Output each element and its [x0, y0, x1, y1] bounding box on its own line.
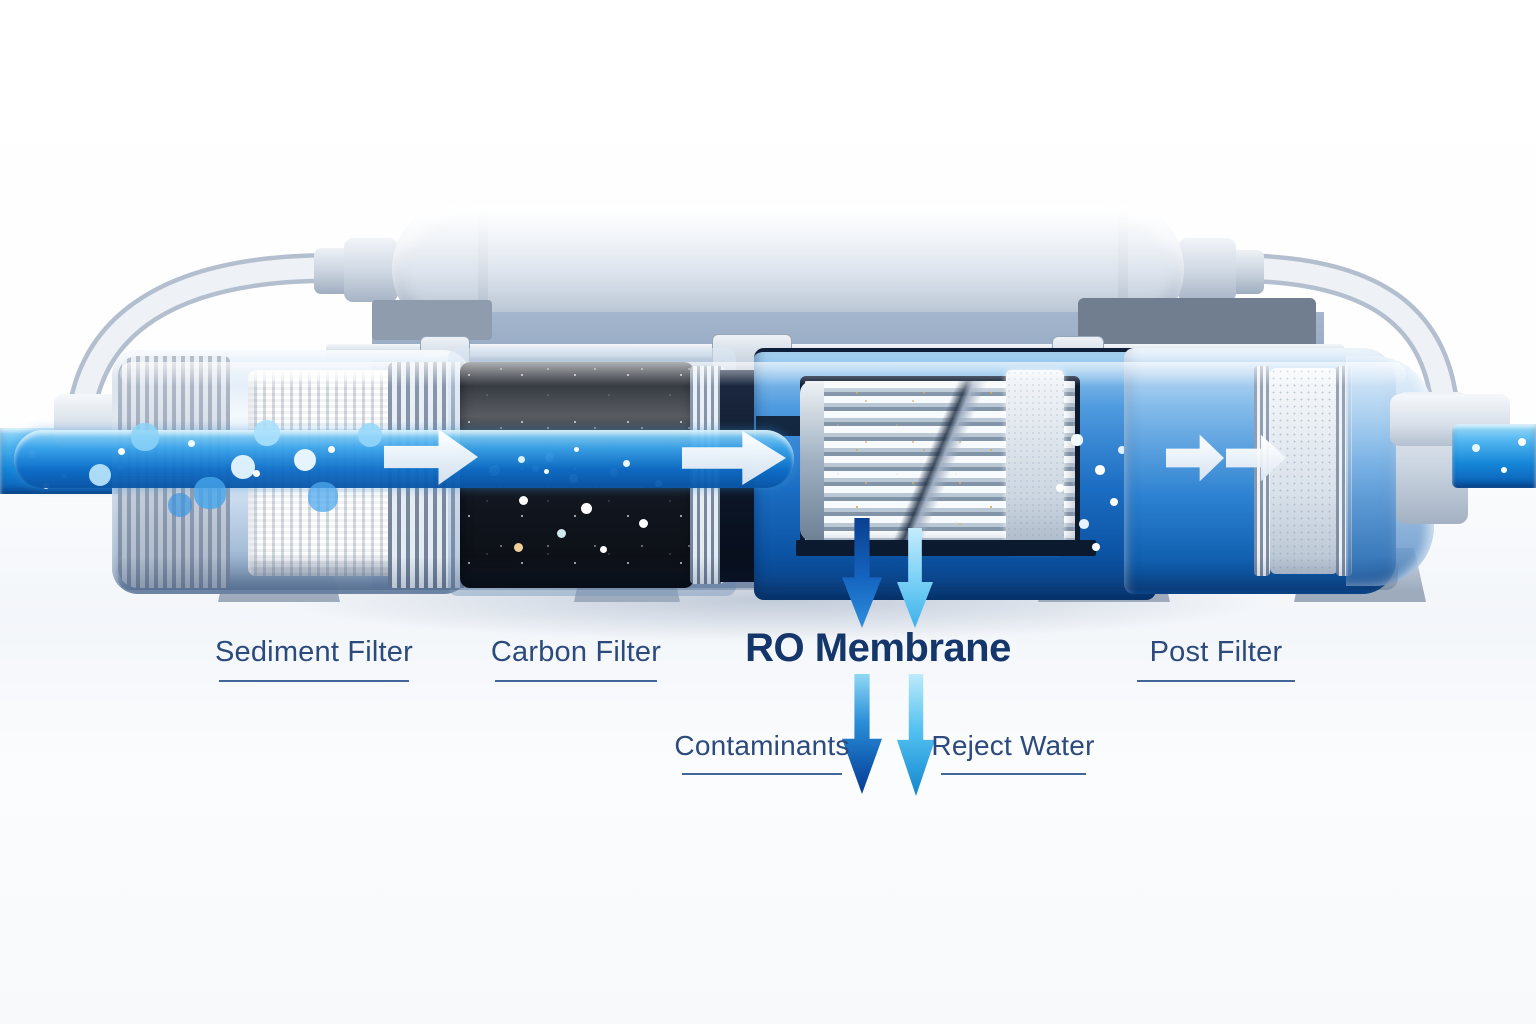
outlet-pipe — [1452, 424, 1536, 488]
right-tube — [1229, 257, 1457, 435]
label-contaminants: Contaminants — [662, 730, 862, 775]
label-underline — [1137, 680, 1295, 682]
post-filter-media — [1270, 368, 1338, 574]
ro-membrane-shelf — [796, 540, 1096, 556]
label-text: Sediment Filter — [214, 636, 413, 668]
label-underline — [940, 773, 1086, 775]
label-underline — [219, 680, 409, 682]
label-text: Carbon Filter — [490, 636, 662, 668]
label-sediment-filter: Sediment Filter — [214, 636, 414, 682]
top-filter-ring — [1118, 208, 1128, 330]
label-ro-membrane: RO Membrane — [738, 626, 1018, 671]
label-underline — [495, 680, 657, 682]
label-text: RO Membrane — [745, 626, 1011, 670]
housing-lower-shade — [118, 556, 1398, 590]
glass-highlight — [120, 362, 1406, 386]
mounting-block-left — [372, 300, 492, 340]
water-bubbles — [0, 0, 3, 3]
top-filter-right-fitting — [1178, 238, 1236, 302]
label-carbon-filter: Carbon Filter — [476, 636, 676, 682]
label-reject-water: Reject Water — [918, 730, 1108, 775]
label-text: Reject Water — [931, 730, 1095, 761]
ro-membrane-mesh-band — [1006, 370, 1064, 552]
label-post-filter: Post Filter — [1116, 636, 1316, 682]
top-filter-ring — [478, 208, 488, 330]
top-filter-left-fitting — [344, 238, 398, 302]
label-text: Contaminants — [674, 730, 850, 761]
label-text: Post Filter — [1149, 636, 1283, 668]
label-underline — [682, 773, 842, 775]
ro-membrane-end-cap — [800, 381, 824, 541]
left-tube — [69, 257, 341, 439]
